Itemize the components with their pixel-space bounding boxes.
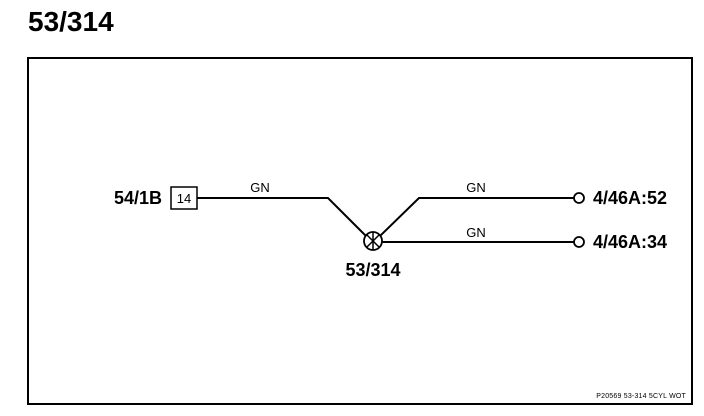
wire-source-to-splice — [197, 197, 370, 240]
wire-splice-to-target-1 — [379, 197, 574, 237]
target-label-2: 4/46A:34 — [593, 232, 667, 252]
source-connector-label: 54/1B — [114, 188, 162, 208]
splice-label: 53/314 — [345, 260, 400, 280]
splice-icon — [363, 231, 383, 251]
wire-color-label-2: GN — [466, 180, 486, 195]
target-label-1: 4/46A:52 — [593, 188, 667, 208]
wire-color-label-1: GN — [250, 180, 270, 195]
terminal-2-icon — [573, 236, 585, 248]
drawing-reference: P20569 53-314 5CYL WOT — [596, 393, 686, 400]
source-pin-number: 14 — [177, 191, 191, 206]
diagram-frame — [27, 57, 693, 405]
wire-color-label-3: GN — [466, 225, 486, 240]
page-title: 53/314 — [28, 6, 114, 37]
terminal-1-icon — [573, 192, 585, 204]
